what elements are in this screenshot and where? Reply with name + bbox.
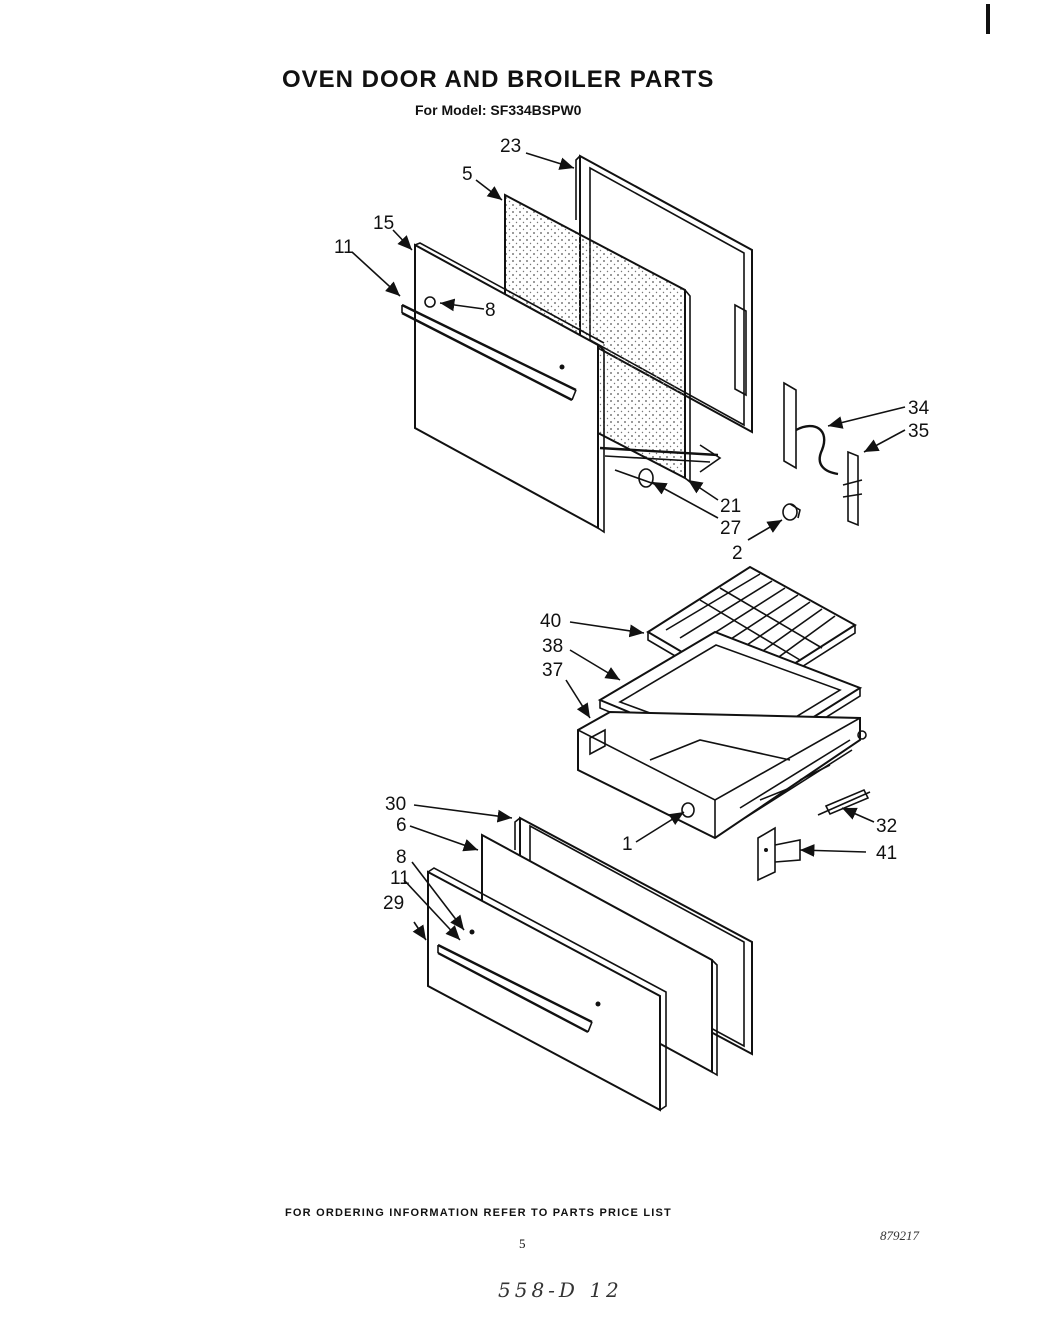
callout-8: 8 (485, 300, 496, 321)
callout-41: 41 (876, 843, 897, 864)
outer-door-panel-15 (414, 242, 605, 534)
broiler-handle-11b (437, 943, 593, 1034)
spring-32 (817, 788, 871, 816)
model-label: For Model: SF334BSPW0 (415, 102, 582, 118)
callout-11b: 11 (390, 868, 410, 889)
callout-6: 6 (396, 815, 407, 836)
callout-15: 15 (373, 213, 394, 234)
handwritten-note: 558-D 12 (498, 1278, 623, 1302)
hinge-receptacle-35 (842, 450, 863, 527)
callout-40: 40 (540, 611, 561, 632)
callout-23: 23 (500, 136, 521, 157)
page-title: OVEN DOOR AND BROILER PARTS (282, 66, 715, 93)
callout-27: 27 (720, 518, 741, 539)
callout-11: 11 (334, 237, 354, 258)
callout-5: 5 (462, 164, 473, 185)
document-number: 879217 (880, 1228, 919, 1243)
screw-8d (595, 1001, 601, 1007)
callout-32: 32 (876, 816, 897, 837)
callout-34: 34 (908, 398, 930, 419)
callout-8b: 8 (396, 847, 407, 868)
bracket-41 (757, 826, 801, 882)
page-number: 5 (519, 1236, 526, 1251)
callout-37: 37 (542, 660, 563, 681)
screw-8 (424, 296, 436, 308)
callout-35: 35 (908, 421, 929, 442)
hinge-rail-21 (599, 444, 722, 488)
screw-8c (469, 929, 475, 935)
callout-29: 29 (383, 893, 404, 914)
broiler-outer-door-29 (427, 867, 667, 1112)
scan-mark (986, 4, 990, 34)
roller-1 (681, 802, 695, 818)
callout-30: 30 (385, 794, 406, 815)
door-handle-11 (401, 303, 577, 402)
hinge-34 (783, 381, 839, 476)
callout-38: 38 (542, 636, 563, 657)
callout-21: 21 (720, 496, 741, 517)
glide-knob-2 (782, 503, 801, 521)
ordering-note: FOR ORDERING INFORMATION REFER TO PARTS … (285, 1207, 672, 1219)
callout-1: 1 (622, 834, 633, 855)
screw-8b (559, 364, 565, 370)
callout-2: 2 (732, 543, 743, 564)
broiler-drawer-37 (577, 710, 867, 840)
